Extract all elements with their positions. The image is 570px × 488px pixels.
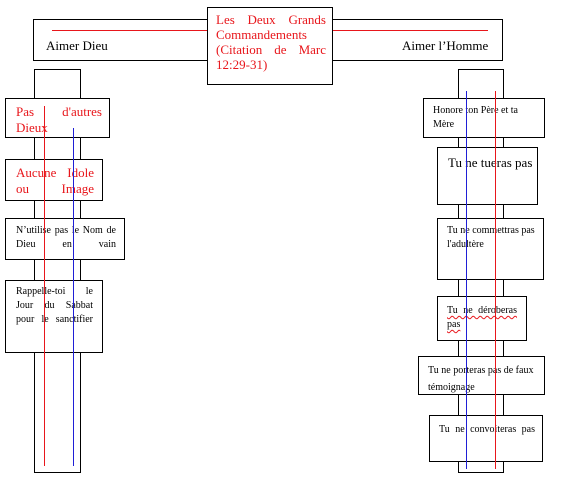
left-label: Aimer Dieu	[46, 38, 108, 53]
right-red-line	[495, 91, 496, 469]
right-commandment-box-2	[437, 147, 538, 205]
right-commandment-4: Tu ne déroberas pas	[447, 305, 517, 330]
right-commandment-box-4	[437, 296, 527, 341]
right-commandment-box-3	[437, 218, 544, 280]
right-commandment-5: Tu ne porteras pas de faux témoignage	[428, 365, 534, 393]
left-red-line	[44, 106, 45, 466]
right-commandment-6: Tu ne convoiteras pas	[439, 424, 535, 435]
page-title: Les Deux Grands Commandements (Citation …	[216, 12, 326, 72]
right-label: Aimer l’Homme	[402, 38, 489, 53]
right-commandment-1: Honore ton Père et ta Mère	[433, 105, 518, 130]
right-commandment-box-6	[429, 415, 543, 462]
left-commandment-box-2	[5, 159, 103, 201]
left-commandment-1: Pas d'autres Dieux	[16, 104, 102, 135]
left-commandment-box-4	[5, 280, 103, 353]
left-blue-line	[73, 128, 74, 466]
right-commandment-3: Tu ne commettras pas l'adultère	[447, 225, 535, 250]
left-commandment-4: Rappelle-toi le Jour du Sabbat pour le s…	[16, 286, 93, 325]
right-commandment-box-5	[418, 356, 545, 395]
right-blue-line	[466, 91, 467, 469]
title-box	[207, 7, 333, 85]
left-commandment-box-1	[5, 98, 110, 138]
left-commandment-box-3	[5, 218, 125, 260]
left-commandment-2: Aucune Idole ou Image	[16, 165, 94, 196]
right-commandment-2: Tu ne tueras pas	[448, 155, 533, 170]
right-commandment-box-1	[423, 98, 545, 138]
left-commandment-3: N’utilise pas le Nom de Dieu en vain	[16, 225, 116, 250]
